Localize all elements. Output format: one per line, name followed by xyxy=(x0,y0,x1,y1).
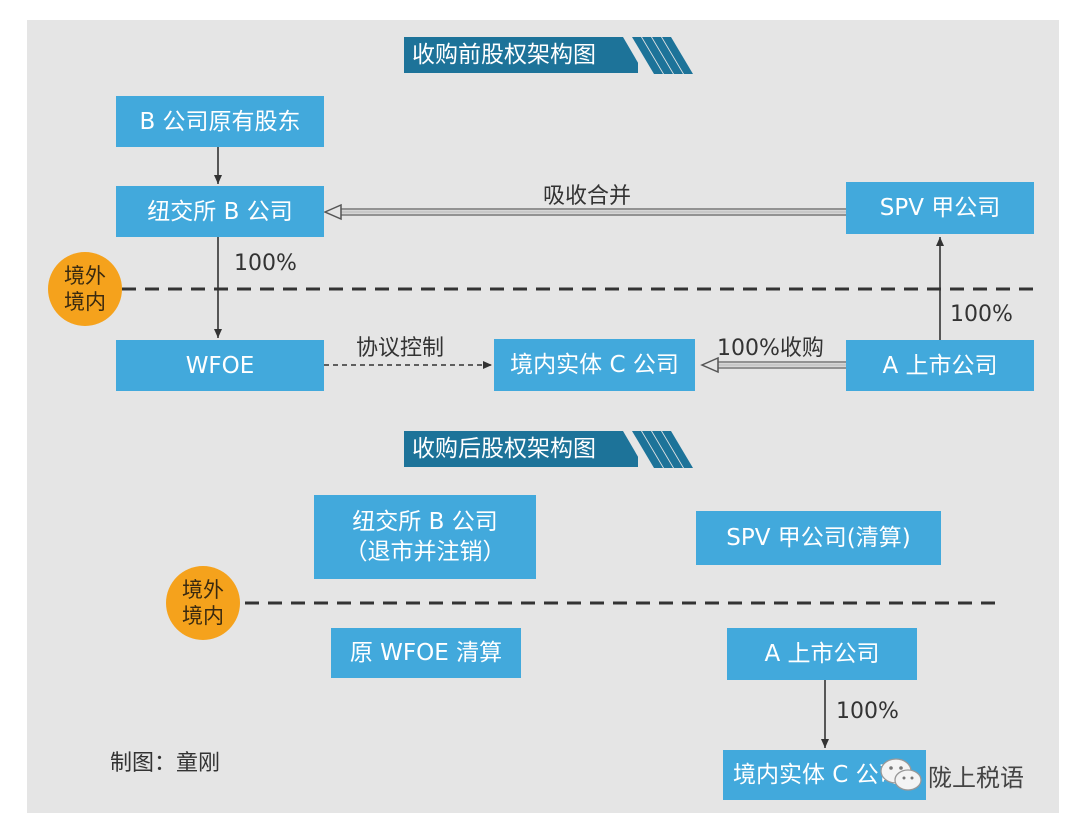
box-b-original-shareholders: B 公司原有股东 xyxy=(116,96,324,147)
wechat-icon xyxy=(880,758,922,791)
watermark-text: 陇上税语 xyxy=(928,763,1024,792)
marker-overseas: 境外 xyxy=(182,578,224,602)
border-marker-after: 境外 境内 xyxy=(166,566,240,640)
arrow-acquisition xyxy=(700,356,846,374)
banner-stripes-top xyxy=(632,37,693,74)
box-domestic-c: 境内实体 C 公司 xyxy=(494,339,695,391)
banner-after-title: 收购后股权架构图 xyxy=(404,431,638,467)
arrow-merger xyxy=(323,203,846,221)
box-after-wfoe: 原 WFOE 清算 xyxy=(331,628,521,678)
marker-domestic: 境内 xyxy=(64,290,106,314)
label-pct-a-spv: 100% xyxy=(950,302,1013,327)
marker-overseas: 境外 xyxy=(64,264,106,288)
label-vie-control: 协议控制 xyxy=(356,336,445,361)
box-after-nyse-b-line2: （退市并注销） xyxy=(344,539,506,565)
box-wfoe: WFOE xyxy=(116,340,324,391)
box-after-nyse-b: 纽交所 B 公司 （退市并注销） xyxy=(314,495,536,579)
box-after-a-listed: A 上市公司 xyxy=(727,628,917,680)
label-merger: 吸收合并 xyxy=(543,184,632,209)
label-after-pct-a-c: 100% xyxy=(836,699,899,724)
label-acquisition: 100%收购 xyxy=(717,336,824,361)
label-pct-b-wfoe: 100% xyxy=(234,251,297,276)
chart-credit: 制图：童刚 xyxy=(110,751,221,776)
box-after-domestic-c: 境内实体 C 公司 xyxy=(723,750,926,800)
banner-stripes-bottom xyxy=(632,431,693,468)
border-marker-before: 境外 境内 xyxy=(48,252,122,326)
watermark: 陇上税语 xyxy=(878,755,1024,795)
box-after-spv: SPV 甲公司(清算) xyxy=(696,511,941,565)
marker-domestic: 境内 xyxy=(182,604,224,628)
box-spv-jia: SPV 甲公司 xyxy=(846,182,1034,234)
box-a-listed: A 上市公司 xyxy=(846,340,1034,391)
box-nyse-b-company: 纽交所 B 公司 xyxy=(116,186,324,237)
banner-before-title: 收购前股权架构图 xyxy=(404,37,638,73)
diagram-panel xyxy=(27,20,1059,813)
box-after-nyse-b-line1: 纽交所 B 公司 xyxy=(352,509,498,535)
